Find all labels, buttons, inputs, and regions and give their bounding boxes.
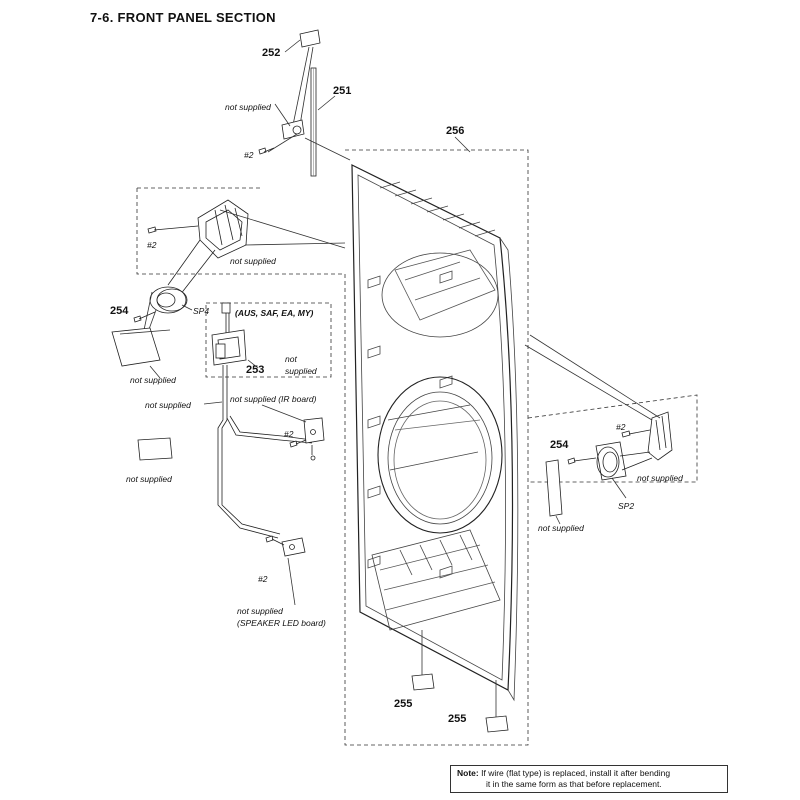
felt-pad-left	[137, 437, 173, 461]
label-not-supplied-left-pad: not supplied	[126, 474, 172, 484]
ref-sp4: SP4	[193, 306, 209, 316]
ref-255-a: 255	[394, 698, 412, 710]
front-panel-256	[351, 136, 519, 702]
ref-256: 256	[446, 125, 464, 137]
ref-252: 252	[262, 47, 280, 59]
screw-2-led: #2	[258, 574, 268, 584]
screw-2-top: #2	[244, 150, 254, 160]
ref-254-right: 254	[550, 439, 569, 451]
label-not-supplied-right-bracket: not supplied	[637, 473, 683, 483]
section-title: 7-6. FRONT PANEL SECTION	[90, 10, 276, 25]
label-not-supplied-right-strip: not supplied	[538, 523, 584, 533]
label-not-supplied-speaker-led: not supplied	[237, 606, 283, 616]
ref-254-left: 254	[110, 305, 129, 317]
ref-251: 251	[333, 85, 351, 97]
label-speaker-led-board: (SPEAKER LED board)	[237, 618, 326, 628]
label-not-supplied-left-strip: not supplied	[130, 375, 176, 385]
label-not-supplied-bracket: not supplied	[230, 256, 276, 266]
label-aus-supplied: supplied	[285, 366, 317, 376]
screw-2-ir: #2	[284, 429, 294, 439]
label-not-supplied-ir-board: not supplied (IR board)	[230, 394, 317, 404]
screw-2-right: #2	[616, 422, 626, 432]
speaker-sp2-assembly	[524, 334, 673, 525]
note-line-1: If wire (flat type) is replaced, install…	[481, 768, 671, 778]
speaker-sp4-assembly	[111, 199, 346, 379]
region-label: (AUS, SAF, EA, MY)	[235, 308, 314, 318]
rod-251-bracket-252	[258, 29, 351, 177]
note-prefix: Note:	[457, 768, 479, 778]
label-not-supplied-top: not supplied	[225, 102, 271, 112]
ref-253: 253	[246, 364, 264, 376]
label-aus-not: not	[285, 354, 297, 364]
note-line-2: it in the same form as that before repla…	[486, 779, 662, 789]
label-not-supplied-wire: not supplied	[145, 400, 191, 410]
foot-pads-255	[411, 630, 509, 733]
ref-255-b: 255	[448, 713, 466, 725]
wire-harness	[203, 302, 325, 606]
ref-sp2: SP2	[618, 501, 634, 511]
screw-2-left: #2	[147, 240, 157, 250]
dashed-group-boxes	[136, 149, 698, 746]
note-box: Note: If wire (flat type) is replaced, i…	[450, 765, 728, 793]
